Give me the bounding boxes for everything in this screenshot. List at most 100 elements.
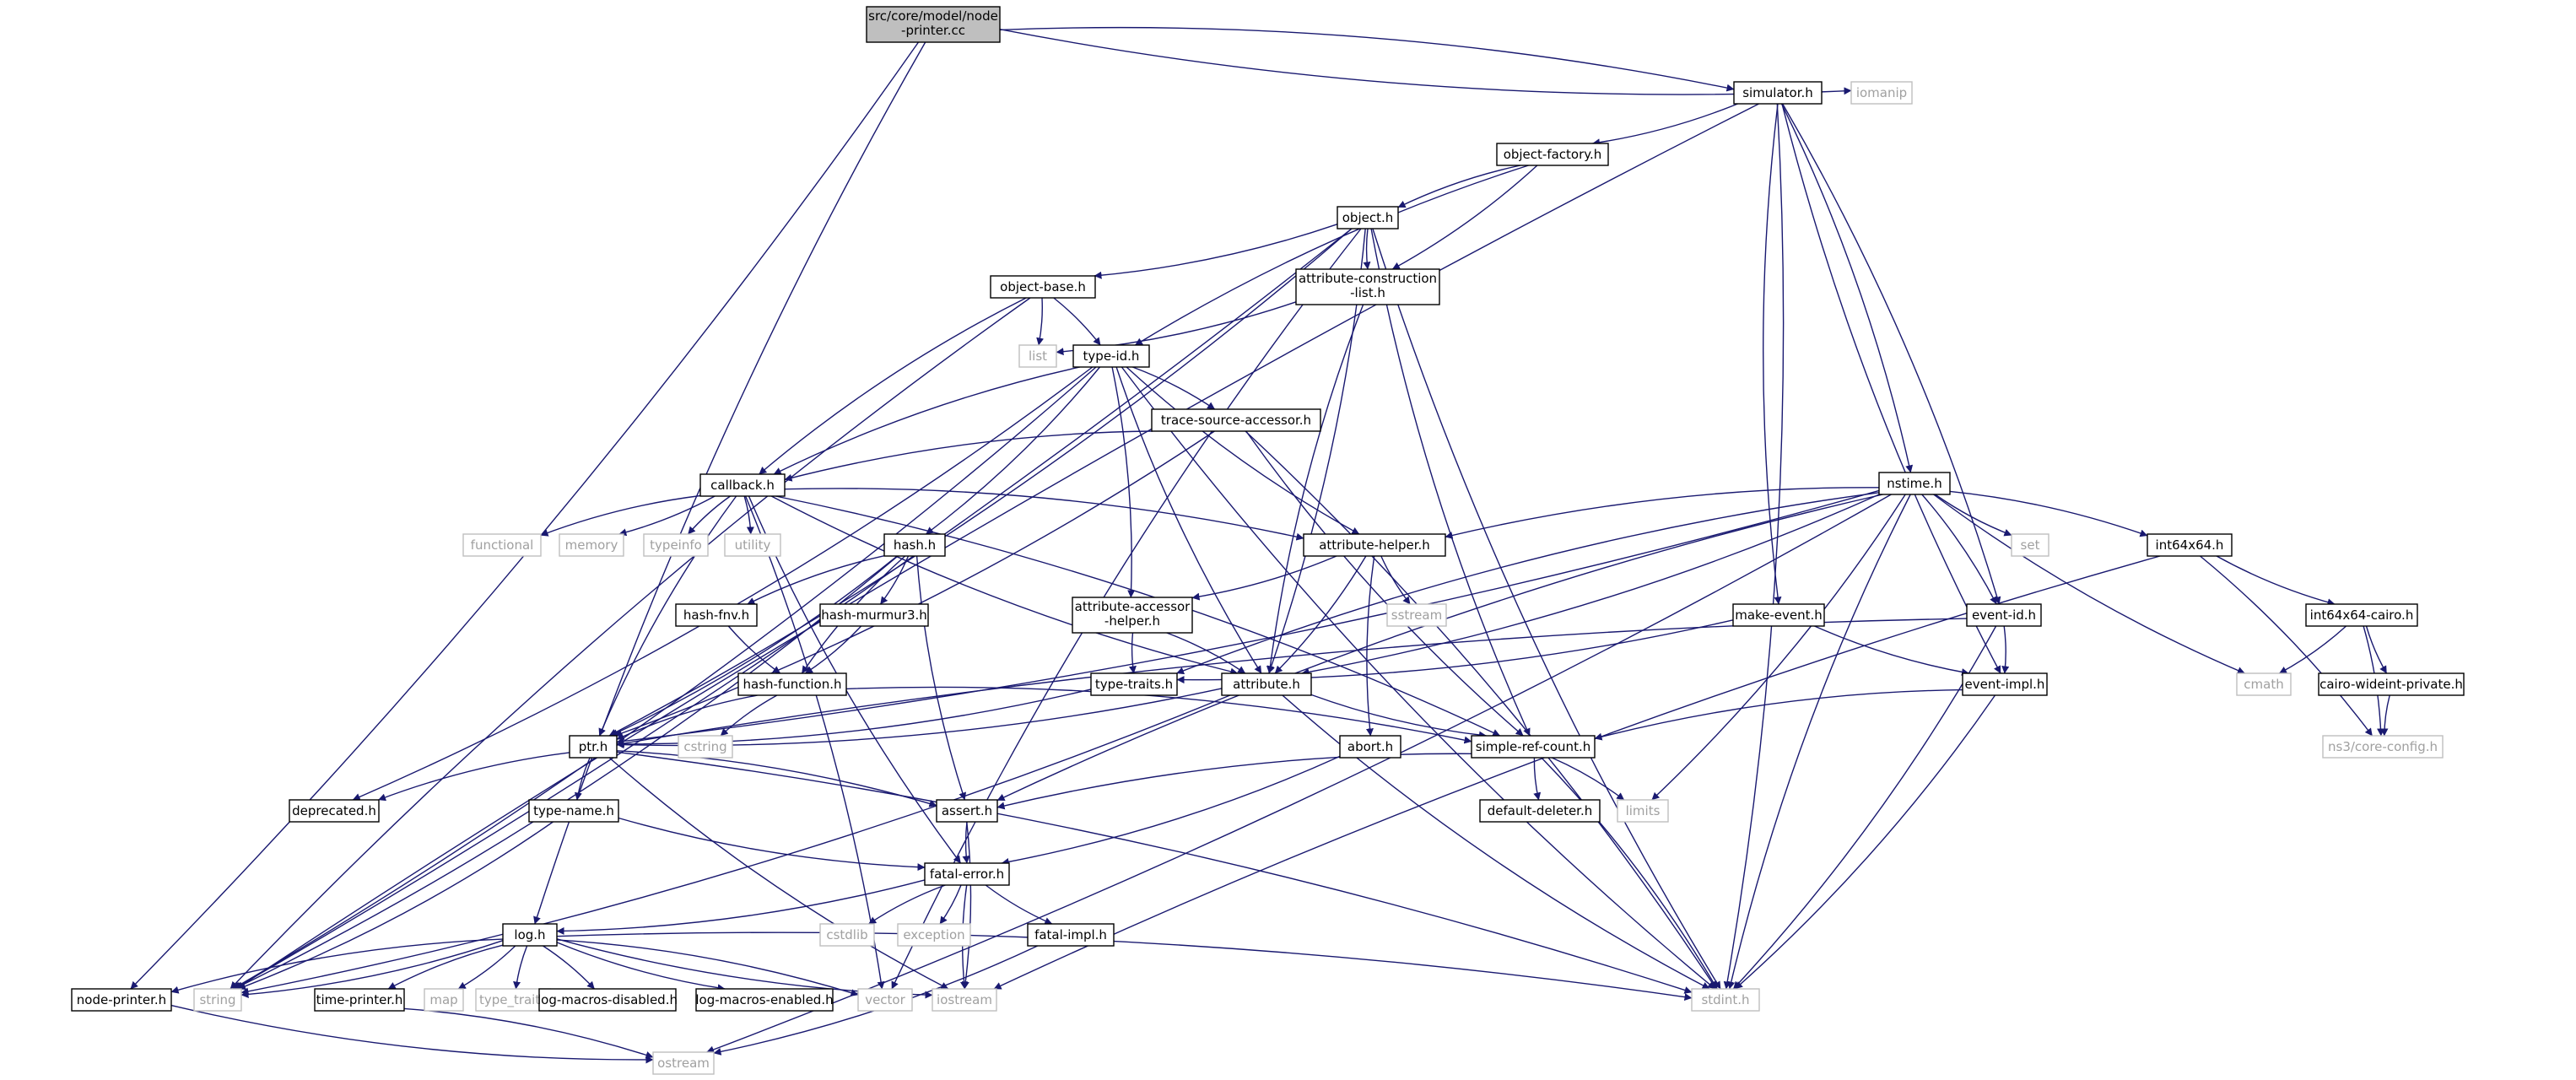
dependency-edge-object_factory_h-to-object_h [1397, 165, 1521, 208]
node-vector[interactable]: vector [857, 988, 913, 1012]
node-cstdlib[interactable]: cstdlib [819, 923, 875, 947]
node-stdint-h[interactable]: stdint.h [1691, 988, 1760, 1012]
node-simulator-h[interactable]: simulator.h [1733, 81, 1823, 105]
dependency-edge-type_id_h-to-callback_h [773, 366, 1081, 475]
node-event-id-h[interactable]: event-id.h [1966, 603, 2042, 627]
node-assert-h[interactable]: assert.h [936, 799, 998, 823]
node-exception[interactable]: exception [897, 923, 971, 947]
node-int64x64-cairo[interactable]: int64x64-cairo.h [2305, 603, 2418, 627]
node-set[interactable]: set [2011, 533, 2049, 557]
node-box [1090, 672, 1178, 696]
node-deprecated-h[interactable]: deprecated.h [289, 799, 380, 823]
node-type-traits[interactable]: type_traits [475, 988, 551, 1012]
node-functional[interactable]: functional [462, 533, 542, 557]
node-attr-accessor[interactable]: attribute-accessor-helper.h [1072, 597, 1193, 634]
node-box [462, 533, 542, 557]
dependency-edge-ptr_h-to-type_name_h [574, 757, 591, 801]
node-ptr-h[interactable]: ptr.h [569, 735, 618, 759]
dependency-edge-log_h-to-log_macros_disabled [543, 945, 596, 990]
node-type-name-h[interactable]: type-name.h [528, 799, 619, 823]
node-root[interactable]: src/core/model/node-printer.cc [866, 6, 1001, 43]
node-label: attribute-helper.h [1319, 537, 1430, 553]
node-label: iomanip [1856, 85, 1907, 100]
dependency-edge-root-to-simulator_h [999, 26, 1735, 92]
node-int64x64-h[interactable]: int64x64.h [2147, 533, 2233, 557]
node-nstime-h[interactable]: nstime.h [1878, 472, 1951, 495]
node-label: cmath [2244, 677, 2283, 692]
node-label: memory [565, 537, 618, 553]
node-hash-function[interactable]: hash-function.h [737, 672, 847, 696]
node-cmath[interactable]: cmath [2236, 672, 2292, 696]
dependency-edge-int64x64_cairo-to-cmath [2279, 625, 2347, 674]
node-make-event-h[interactable]: make-event.h [1732, 603, 1825, 627]
dependency-edge-root-to-node_printer_h [130, 41, 920, 990]
node-attr-construction[interactable]: attribute-construction-list.h [1295, 268, 1440, 305]
node-event-impl-h[interactable]: event-impl.h [1962, 672, 2048, 696]
dependency-edge-attribute_h-to-stdint_h [1282, 694, 1710, 990]
node-cairo-wideint[interactable]: cairo-wideint-private.h [2318, 672, 2465, 696]
node-box [1850, 81, 1913, 105]
node-fatal-error-h[interactable]: fatal-error.h [924, 862, 1010, 886]
node-trace-source[interactable]: trace-source-accessor.h [1151, 408, 1321, 432]
node-label: exception [903, 927, 964, 942]
node-sstream[interactable]: sstream [1386, 603, 1447, 627]
node-box [538, 988, 677, 1012]
node-iostream[interactable]: iostream [932, 988, 997, 1012]
node-fatal-impl-h[interactable]: fatal-impl.h [1027, 923, 1115, 947]
node-object-h[interactable]: object.h [1337, 206, 1399, 230]
node-cstring[interactable]: cstring [678, 735, 733, 759]
dependency-edge-log_h-to-iostream [556, 938, 933, 999]
node-hash-murmur3[interactable]: hash-murmur3.h [819, 603, 929, 627]
dependency-edge-ptr_h-to-stdint_h [616, 751, 1693, 994]
node-core-config[interactable]: ns3/core-config.h [2322, 735, 2444, 759]
dependency-edge-node_printer_h-to-ostream [170, 1004, 654, 1064]
node-type-id-h[interactable]: type-id.h [1072, 344, 1150, 368]
node-iomanip[interactable]: iomanip [1850, 81, 1913, 105]
node-box [314, 988, 405, 1012]
dependency-edge-type_id_h-to-string [232, 366, 1097, 990]
node-memory[interactable]: memory [559, 533, 624, 557]
node-label: cstring [683, 739, 726, 754]
node-label: deprecated.h [292, 803, 376, 818]
dependency-edge-type_id_h-to-attr_accessor [1111, 366, 1136, 598]
node-type-traits-h[interactable]: type-traits.h [1090, 672, 1178, 696]
node-time-printer-h[interactable]: time-printer.h [314, 988, 405, 1012]
node-attribute-h[interactable]: attribute.h [1221, 672, 1312, 696]
node-object-base-h[interactable]: object-base.h [990, 275, 1096, 299]
dependency-edge-callback_h-to-typeinfo [687, 495, 731, 535]
node-list[interactable]: list [1018, 344, 1057, 368]
node-log-h[interactable]: log.h [502, 923, 558, 947]
dependency-edge-fatal_error_h-to-log_h [556, 879, 926, 935]
node-default-deleter[interactable]: default-deleter.h [1479, 799, 1601, 823]
node-log-macros-disabled[interactable]: log-macros-disabled.h [537, 988, 678, 1012]
node-utility[interactable]: utility [724, 533, 781, 557]
node-limits[interactable]: limits [1617, 799, 1669, 823]
dependency-edge-attribute_h-to-simple_ref [1310, 694, 1487, 739]
node-label: object.h [1342, 210, 1394, 225]
node-label: event-id.h [1972, 608, 2036, 623]
node-hash-fnv[interactable]: hash-fnv.h [675, 603, 758, 627]
dependency-edge-object_factory_h-to-type_id_h [1135, 165, 1529, 346]
dependency-edge-int64x64_h-to-core_config [2200, 555, 2373, 737]
node-box [1072, 344, 1150, 368]
node-box [883, 533, 946, 557]
node-map[interactable]: map [424, 988, 464, 1012]
node-object-factory-h[interactable]: object-factory.h [1496, 143, 1609, 166]
node-attr-helper[interactable]: attribute-helper.h [1303, 533, 1446, 557]
node-abort-h[interactable]: abort.h [1339, 735, 1401, 759]
dependency-edge-nstime_h-to-int64x64_h [1949, 490, 2148, 537]
node-ostream[interactable]: ostream [652, 1051, 715, 1075]
node-simple-ref[interactable]: simple-ref-count.h [1471, 735, 1596, 759]
dependency-edge-hash_h-to-ptr_h [610, 555, 898, 737]
node-typeinfo[interactable]: typeinfo [643, 533, 709, 557]
dependency-edge-hash_function-to-ptr_h [616, 694, 758, 740]
node-box [936, 799, 998, 823]
node-log-macros-enabled[interactable]: log-macros-enabled.h [695, 988, 834, 1012]
node-callback-h[interactable]: callback.h [699, 473, 786, 497]
node-hash-h[interactable]: hash.h [883, 533, 946, 557]
node-box [678, 735, 733, 759]
node-node-printer-h[interactable]: node-printer.h [71, 988, 172, 1012]
node-string[interactable]: string [193, 988, 242, 1012]
node-box [819, 603, 929, 627]
dependency-edge-hash_fnv-to-hash_function [727, 625, 781, 674]
